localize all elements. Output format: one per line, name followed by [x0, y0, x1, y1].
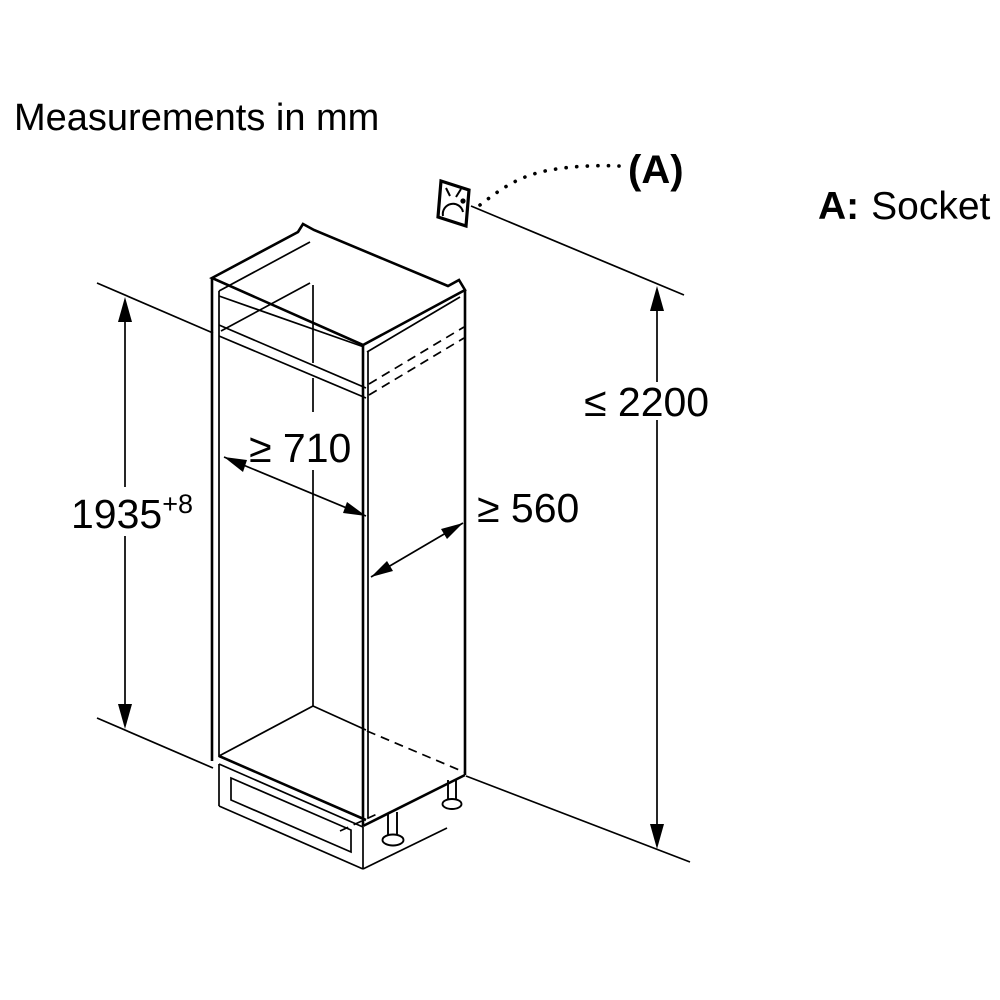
hidden-edges [339, 326, 465, 832]
legend-text: Socket [871, 185, 990, 228]
plinth-recess-panel [230, 776, 352, 854]
floor-hidden-back-edge [366, 730, 465, 773]
arrow-right-icon [343, 502, 366, 516]
labels: Measurements in mm (A) A: Socket 1935+8 ≥… [14, 97, 991, 537]
shelf-hidden-edge-bottom [368, 337, 465, 396]
top-right-rim-inner [366, 296, 461, 353]
rear-foot-base [441, 798, 463, 810]
diagram-title: Measurements in mm [14, 97, 379, 139]
left-wall-top-edge [220, 282, 311, 332]
dimension-niche-width [223, 456, 367, 517]
arrow-up-icon [118, 297, 132, 322]
adjustable-feet [381, 779, 463, 847]
plinth-bottom-edge [218, 805, 364, 870]
socket-icon [436, 178, 471, 229]
legend-socket: A: Socket [818, 185, 991, 228]
label-niche-height: 1935+8 [71, 489, 193, 537]
dimension-niche-height [96, 282, 214, 769]
cabinet-inner-lines [218, 241, 461, 870]
front-foot-base [381, 833, 405, 847]
arrow-left-icon [224, 457, 247, 472]
niche-floor-left-edge [218, 705, 314, 757]
top-front-band-inner [218, 295, 365, 348]
arrow-left-icon [371, 561, 393, 577]
niche-floor-front-edge [218, 754, 367, 822]
niche-floor-back-edge [312, 705, 367, 731]
extension-line [96, 282, 214, 769]
top-left-rim-inner [218, 241, 311, 292]
arrow-up-icon [650, 286, 664, 311]
plinth-hidden-edge [339, 813, 378, 832]
plinth-back-bottom-edge [362, 827, 448, 870]
arrow-right-icon [441, 523, 463, 539]
label-niche-width: ≥ 710 [249, 425, 351, 471]
dimension-max-height [465, 205, 691, 863]
front-foot-shaft [387, 812, 398, 837]
arrow-down-icon [118, 704, 132, 729]
label-niche-depth: ≥ 560 [477, 485, 579, 531]
callout-leader-dotted [478, 163, 621, 207]
cabinet-top-face [209, 222, 467, 347]
callout-A-label: (A) [628, 148, 684, 192]
dimension-niche-depth [370, 522, 464, 578]
socket-arc [441, 202, 464, 217]
shelf-hidden-edge-top [368, 326, 465, 385]
label-max-height: ≤ 2200 [584, 379, 709, 425]
socket-pins [445, 187, 462, 198]
extension-line [465, 205, 691, 863]
arrow-down-icon [650, 824, 664, 849]
cabinet-outline [209, 222, 467, 828]
dimension-line [223, 456, 367, 517]
plinth-top-edge [218, 763, 364, 828]
shelf-front-bottom-edge [218, 335, 367, 399]
legend-key: A: [818, 185, 859, 228]
shelf-front-top-edge [218, 324, 367, 389]
rear-foot-shaft [447, 779, 457, 801]
socket-dot [460, 198, 466, 204]
